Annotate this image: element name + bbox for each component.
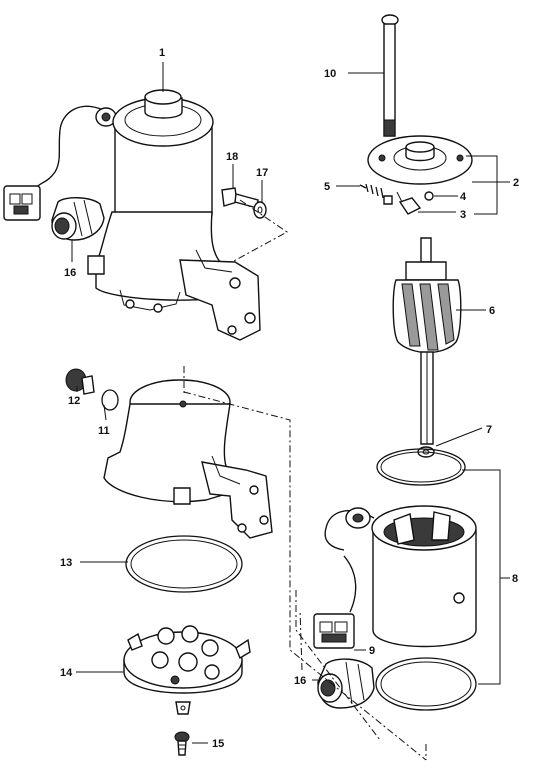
leader-lines [71, 62, 510, 744]
part-8-yoke-housing[interactable] [324, 505, 477, 648]
callout-3: 3 [460, 209, 466, 221]
part-4-ball[interactable] [424, 191, 434, 201]
callout-18: 18 [226, 151, 238, 163]
callout-7: 7 [486, 424, 492, 436]
callout-15: 15 [212, 738, 224, 750]
callout-1: 1 [159, 47, 165, 59]
callout-4: 4 [460, 191, 467, 203]
callout-8: 8 [512, 573, 518, 585]
part-13-o-ring-large[interactable] [125, 535, 243, 593]
part-5-spring[interactable] [359, 183, 393, 205]
part-1-motor-assembly[interactable] [3, 89, 261, 341]
part-3-brush[interactable] [396, 191, 422, 215]
callout-12: 12 [68, 395, 80, 407]
callout-13: 13 [60, 557, 72, 569]
callout-17: 17 [256, 167, 268, 179]
part-9-connector[interactable] [313, 613, 355, 649]
callout-6: 6 [489, 305, 495, 317]
callout-14: 14 [60, 667, 73, 679]
part-14-cover-plate[interactable] [123, 625, 251, 715]
callout-2: 2 [513, 177, 519, 189]
part-18-bolt[interactable] [221, 187, 259, 209]
callout-9: 9 [369, 645, 375, 657]
callout-labels: 1 2 3 4 5 6 7 8 9 10 11 12 13 14 15 16 1… [60, 47, 519, 750]
callout-16-upper: 16 [64, 267, 76, 279]
part-17-washer[interactable] [253, 201, 267, 219]
part-16-grommet-lower[interactable] [317, 658, 375, 709]
part-12-plug[interactable] [65, 368, 95, 395]
callout-11: 11 [98, 425, 110, 437]
pump-housing[interactable] [103, 379, 273, 539]
callout-16-lower: 16 [294, 675, 306, 687]
callout-5: 5 [324, 181, 330, 193]
callout-10: 10 [324, 68, 336, 80]
part-16-grommet-upper[interactable] [51, 197, 105, 241]
part-10-shaft-rod[interactable] [381, 14, 399, 137]
part-6-armature[interactable] [392, 237, 462, 445]
part-15-screw[interactable] [174, 731, 190, 756]
part-11-o-ring-small[interactable] [101, 389, 119, 411]
part-2-end-cap[interactable] [367, 135, 473, 185]
